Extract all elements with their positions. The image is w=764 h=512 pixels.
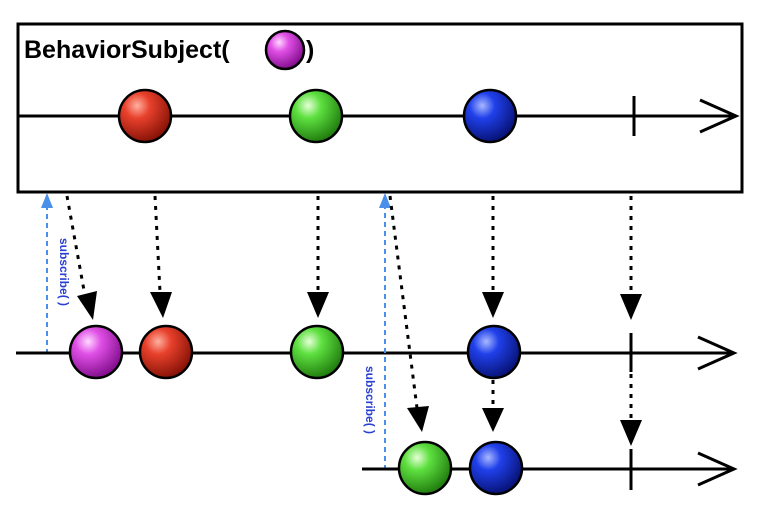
subscribe-arrow-1 — [41, 193, 53, 354]
subscribe-arrow-2 — [379, 193, 391, 470]
source-marble-red — [117, 88, 173, 144]
emission-arrow-blue-2 — [482, 380, 504, 432]
emission-arrow-complete-2 — [620, 374, 642, 446]
subscriber-1-marble-red — [138, 324, 194, 380]
emission-arrow-green — [307, 196, 329, 318]
source-timeline — [18, 88, 740, 144]
subscriber-2-marble-green — [397, 440, 453, 496]
subscriber-1-marble-green — [289, 324, 345, 380]
subscriber-2-timeline-arrowhead — [697, 451, 738, 487]
source-marble-blue — [462, 88, 518, 144]
operator-title-suffix: ) — [306, 36, 314, 64]
emission-arrow-purple — [65, 195, 97, 320]
emission-arrow-complete — [620, 196, 642, 320]
subscriber-2-timeline — [362, 440, 738, 496]
subscriber-2-marble-blue — [468, 440, 524, 496]
source-timeline-arrowhead — [699, 98, 740, 134]
emission-arrows-to-subscriber-2 — [388, 195, 642, 446]
subscribe-label-2: subscribe( ) — [363, 366, 377, 434]
emission-arrow-green-late — [388, 195, 429, 432]
source-marble-green — [288, 88, 344, 144]
subscriber-1-timeline-arrowhead — [697, 335, 738, 371]
emission-arrow-red — [150, 195, 172, 318]
subscriber-1-marble-purple — [68, 324, 124, 380]
emission-arrows-to-subscriber-1 — [65, 195, 642, 320]
subscriber-1-marble-blue — [466, 324, 522, 380]
subscribe-label-1: subscribe( ) — [57, 238, 71, 306]
subscriber-1-timeline — [16, 324, 738, 380]
operator-title-prefix: BehaviorSubject( — [24, 36, 230, 64]
emission-arrow-blue — [482, 196, 504, 318]
initial-value-marble — [264, 29, 306, 71]
